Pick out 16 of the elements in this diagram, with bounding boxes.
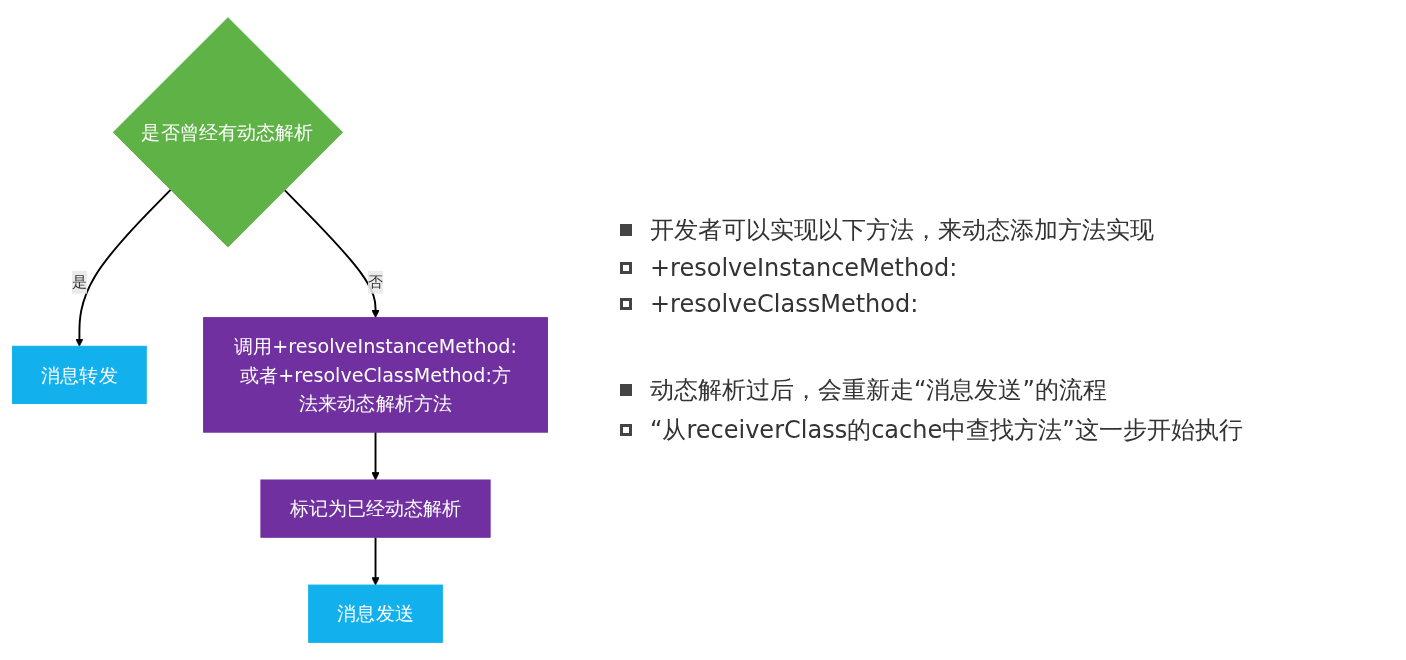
note-text: 开发者可以实现以下方法，来动态添加方法实现 [650,215,1154,246]
note-text: “从receiverClass的cache中查找方法”这一步开始执行 [650,415,1243,446]
arrow [371,536,380,586]
node-box: 标记为已经动态解析 [260,479,491,538]
arrow [283,189,380,318]
note-text: +resolveClassMethod: [650,290,919,318]
node-box: 消息发送 [308,584,443,643]
edge-label: 否 [367,272,384,291]
node-box: 调用+resolveInstanceMethod:或者+resolveClassMethod:方法来动态解析方法 [203,317,548,433]
arrow [371,431,380,481]
node-diamond: 是否曾经有动态解析 [112,17,344,248]
node-box: 消息转发 [12,345,147,405]
note-text: 动态解析过后，会重新走“消息发送”的流程 [650,375,1107,406]
arrow [75,189,172,347]
note-text: +resolveInstanceMethod: [650,254,958,282]
edge-label: 是 [71,272,88,291]
